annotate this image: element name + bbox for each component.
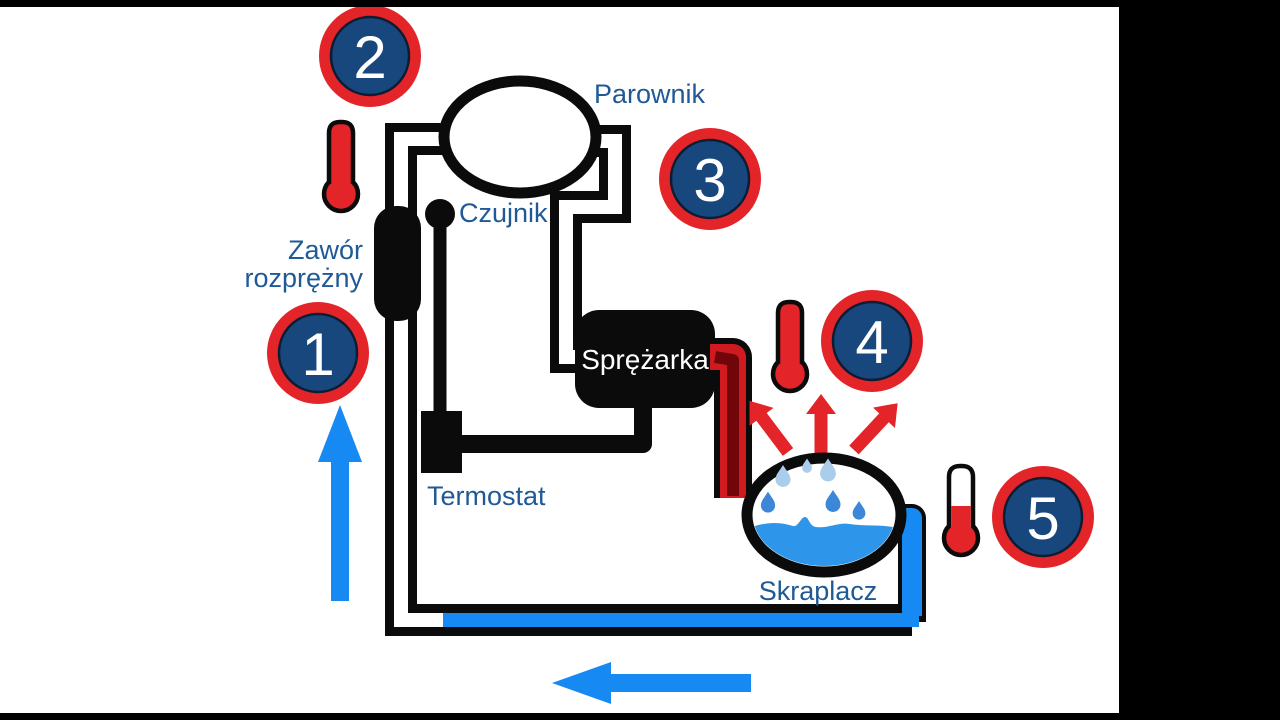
badge-number: 3: [693, 147, 726, 214]
letterbox-top: [0, 0, 1280, 7]
label-sensor: Czujnik: [459, 198, 548, 228]
label-compressor: Sprężarka: [581, 344, 709, 375]
droplet-icon: [802, 458, 812, 473]
thermostat-circuit: [421, 199, 652, 473]
badge-number: 2: [353, 24, 386, 91]
label-evaporator: Parownik: [594, 79, 706, 109]
condenser-vessel: [741, 452, 907, 578]
condensation-droplets: [760, 458, 866, 520]
heat-arrows: [749, 394, 898, 458]
label-expansion-valve-line2: rozprężny: [244, 263, 363, 293]
label-thermostat: Termostat: [427, 481, 546, 511]
badge-face: [669, 138, 751, 220]
expansion-valve-body: [374, 206, 421, 321]
label-condenser: Skraplacz: [759, 576, 878, 606]
badge-face: [329, 15, 411, 97]
droplet-icon: [852, 500, 866, 520]
thermometer-5-icon: [941, 463, 981, 558]
step-badge-1: 1: [267, 302, 369, 404]
droplet-icon: [820, 458, 836, 482]
heat-arrow-middle-icon: [806, 394, 836, 458]
heat-arrow-right-icon: [849, 403, 898, 455]
badge-face: [277, 312, 359, 394]
step-badge-2: 2: [319, 5, 421, 107]
droplet-icon: [775, 465, 791, 487]
pipe-hot-gas: [708, 338, 752, 498]
step-badge-5: 5: [992, 466, 1094, 568]
flow-arrow-left-icon: [552, 662, 751, 704]
evaporator-vessel: [438, 75, 602, 199]
thermostat-body: [421, 411, 462, 473]
badge-face: [831, 300, 913, 382]
step-badge-3: 3: [659, 128, 761, 230]
label-expansion-valve-line1: Zawór: [288, 235, 363, 265]
badge-number: 5: [1026, 485, 1059, 552]
step-badge-4: 4: [821, 290, 923, 392]
letterbox-bottom: [0, 713, 1280, 720]
droplet-icon: [760, 491, 776, 513]
badge-number: 4: [855, 309, 888, 376]
heat-arrow-left-icon: [749, 400, 794, 456]
thermometer-2-icon: [321, 119, 361, 214]
compressor-body: [575, 310, 715, 408]
droplet-icon: [825, 490, 841, 512]
thermometer-4-icon: [770, 299, 810, 394]
badge-face: [1002, 476, 1084, 558]
flow-arrow-up-icon: [318, 405, 362, 601]
thermostat-compressor-wire: [458, 402, 652, 453]
letterbox-right: [1119, 0, 1280, 720]
sensor-bulb-icon: [425, 199, 455, 229]
badge-number: 1: [301, 321, 334, 388]
pipe-vapor-line: [550, 125, 631, 373]
